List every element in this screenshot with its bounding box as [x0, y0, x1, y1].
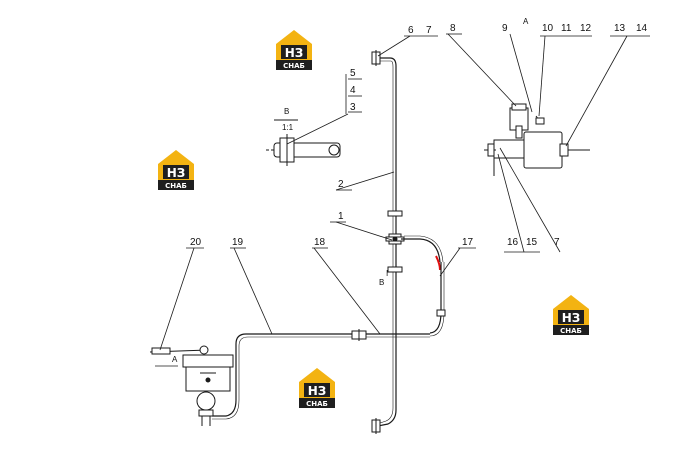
- callout-7-second: 7: [554, 237, 560, 248]
- master-cylinder-assembly: [484, 103, 590, 176]
- logo-text-bottom: СНАБ: [560, 327, 582, 335]
- callout-2: 2: [338, 179, 344, 190]
- callout-20: 20: [190, 237, 202, 248]
- callout-17: 17: [462, 237, 474, 248]
- callout-11: 11: [561, 23, 572, 34]
- logo-text-top: НЗ: [308, 384, 327, 398]
- logo-watermark: НЗ СНАБ: [276, 30, 312, 70]
- logo-watermark: НЗ СНАБ: [553, 295, 589, 335]
- logo-text-top: НЗ: [167, 166, 186, 180]
- callout-8: 8: [450, 23, 456, 34]
- logo-text-top: НЗ: [285, 46, 304, 60]
- logo-watermark: НЗ СНАБ: [158, 150, 194, 190]
- view-a-top-label: A: [523, 17, 529, 26]
- section-b-arrow: I: [386, 269, 388, 278]
- callout-1: 1: [338, 211, 344, 222]
- leader-lines: [155, 33, 650, 367]
- line-clips: [387, 210, 403, 273]
- view-labels: A A B 1:1 B I: [172, 17, 529, 364]
- logo-text-top: НЗ: [562, 311, 581, 325]
- bottom-fitting: [371, 418, 381, 434]
- callout-5: 5: [350, 68, 356, 79]
- callout-9: 9: [502, 23, 508, 34]
- callout-numbers: 1 2 3 4 5 6 7 8 9 10 11 12 13 14 15 16 1…: [190, 23, 648, 248]
- logo-watermark: НЗ СНАБ: [299, 368, 335, 408]
- callout-18: 18: [314, 237, 326, 248]
- callout-12: 12: [580, 23, 592, 34]
- callout-16: 16: [507, 237, 519, 248]
- callout-13: 13: [614, 23, 626, 34]
- callout-10: 10: [542, 23, 554, 34]
- callout-6: 6: [408, 25, 414, 36]
- view-a-left-label: A: [172, 355, 178, 364]
- logo-text-bottom: СНАБ: [306, 400, 328, 408]
- callout-19: 19: [232, 237, 244, 248]
- callout-4: 4: [350, 85, 356, 96]
- callout-15: 15: [526, 237, 538, 248]
- callout-14: 14: [636, 23, 648, 34]
- view-b-scale: 1:1: [282, 123, 294, 132]
- view-b-label: B: [284, 107, 289, 116]
- branch-line-17: [401, 235, 446, 337]
- horizontal-brake-line: [212, 329, 430, 420]
- brake-valve-assembly: [149, 345, 234, 426]
- callout-7: 7: [426, 25, 432, 36]
- top-fitting: [371, 50, 381, 66]
- callout-3: 3: [350, 102, 356, 113]
- logo-text-bottom: СНАБ: [165, 182, 187, 190]
- logo-text-bottom: СНАБ: [283, 62, 305, 70]
- section-b-label: B: [379, 278, 384, 287]
- detail-view-b: [266, 119, 341, 166]
